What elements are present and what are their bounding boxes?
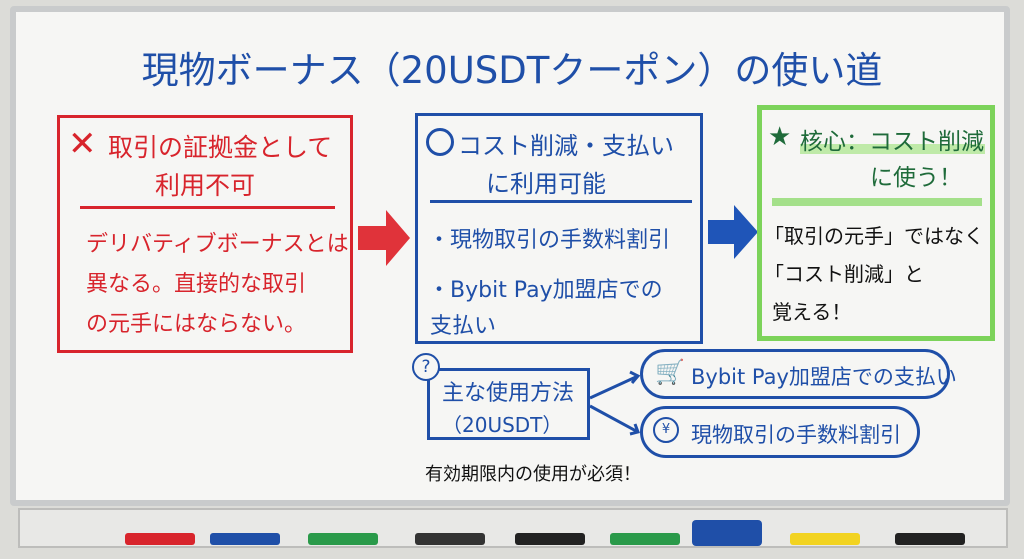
- divider: [80, 206, 335, 209]
- circle-icon: [426, 128, 454, 156]
- divider: [772, 198, 982, 206]
- black-marker[interactable]: [515, 533, 585, 545]
- usage-item-payment: 🛒 Bybit Pay加盟店での支払い: [640, 349, 957, 399]
- body-line: 異なる。直接的な取引: [86, 272, 307, 297]
- yen-coin-down-icon: ¥: [653, 417, 679, 443]
- black-marker[interactable]: [895, 533, 965, 545]
- bullet: 支払い: [430, 314, 497, 339]
- whiteboard: [10, 6, 1010, 506]
- heading: に利用可能: [486, 170, 606, 198]
- yellow-marker[interactable]: [790, 533, 860, 545]
- usage-item-text: 現物取引の手数料割引: [691, 423, 901, 447]
- not-usable-box: ✕ 取引の証拠金として 利用不可 デリバティブボーナスとは 異なる。直接的な取引…: [57, 115, 353, 353]
- bullet: ・Bybit Pay加盟店での: [428, 278, 663, 303]
- green-marker[interactable]: [610, 533, 680, 545]
- divider: [430, 200, 692, 203]
- blue-marker[interactable]: [210, 533, 280, 545]
- heading: に使う！: [870, 165, 962, 191]
- heading: 核心：コスト削減: [800, 129, 984, 155]
- red-arrow-icon: [358, 210, 410, 266]
- key-point-box: ★ 核心：コスト削減 に使う！ 「取引の元手」ではなく 「コスト削減」と 覚える…: [757, 105, 995, 341]
- eraser[interactable]: [692, 520, 762, 546]
- cart-icon: 🛒: [655, 358, 685, 386]
- heading: 取引の証拠金として: [108, 133, 333, 162]
- body-line: の元手にはならない。: [86, 312, 307, 337]
- body-line: 覚える！: [772, 300, 852, 324]
- page-title: 現物ボーナス（20USDTクーポン）の使い道: [141, 49, 883, 92]
- branch-arrows-icon: [589, 370, 641, 436]
- star-icon: ★: [768, 122, 792, 152]
- heading: 利用不可: [155, 171, 256, 200]
- body-line: 「コスト削減」と: [764, 262, 924, 286]
- usage-box: 主な使用方法 （20USDT）: [427, 368, 590, 440]
- heading: コスト削減・支払い: [458, 132, 674, 160]
- red-marker[interactable]: [125, 533, 195, 545]
- body-line: デリバティブボーナスとは: [86, 232, 349, 257]
- usage-label: 主な使用方法: [442, 381, 575, 406]
- question-icon: ?: [412, 353, 440, 381]
- expiry-note: 有効期限内の使用が必須！: [425, 464, 641, 485]
- usable-box: コスト削減・支払い に利用可能 ・現物取引の手数料割引 ・Bybit Pay加盟…: [415, 113, 703, 344]
- cross-icon: ✕: [68, 124, 97, 164]
- body-line: 「取引の元手」ではなく: [764, 224, 984, 248]
- black-marker[interactable]: [415, 533, 485, 545]
- highlight: [800, 144, 985, 154]
- green-marker[interactable]: [308, 533, 378, 545]
- blue-arrow-icon: [708, 205, 758, 259]
- bullet: ・現物取引の手数料割引: [428, 228, 671, 253]
- usage-item-text: Bybit Pay加盟店での支払い: [691, 365, 957, 389]
- usage-item-fee-discount: ¥ 現物取引の手数料割引: [640, 406, 920, 458]
- usage-amount: （20USDT）: [442, 413, 563, 437]
